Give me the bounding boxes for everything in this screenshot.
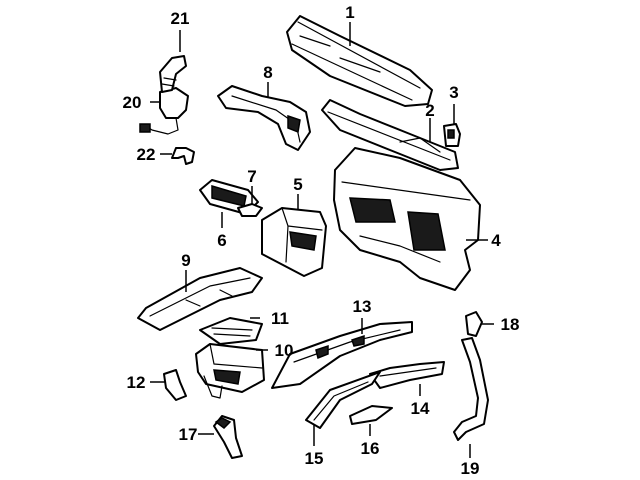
part-10-housing: [195, 343, 268, 399]
callout-12: 12: [127, 373, 146, 392]
callout-2: 2: [425, 101, 434, 120]
part-14-cowl-piece: [369, 361, 445, 396]
callout-9: 9: [181, 251, 190, 270]
part-22-clamp: [160, 147, 195, 165]
callout-8: 8: [263, 63, 272, 82]
callout-11: 11: [271, 309, 289, 328]
part-16-panel: [349, 405, 393, 436]
part-11-filter: [199, 317, 263, 345]
callout-7: 7: [247, 167, 256, 186]
callout-19: 19: [461, 459, 480, 478]
callout-10: 10: [275, 341, 294, 360]
part-13-crossmember: [271, 318, 413, 389]
part-8-side-bracket: [217, 82, 311, 151]
part-9-air-duct: [137, 267, 263, 331]
part-1-cowl-panel: [286, 15, 433, 107]
callout-17: 17: [179, 425, 198, 444]
callout-13: 13: [353, 297, 372, 316]
callout-1: 1: [345, 3, 354, 22]
part-7-small-bracket: [237, 186, 263, 217]
part-4-dash-panel: [333, 147, 488, 291]
callout-16: 16: [361, 439, 380, 458]
part-2-cowl-lower: [321, 99, 459, 171]
callout-18: 18: [501, 315, 520, 334]
part-19-drain-hose: [453, 337, 489, 458]
part-5-heater-box: [261, 194, 327, 277]
part-3-bracket: [443, 104, 461, 147]
callout-4: 4: [491, 231, 501, 250]
part-15-channel: [305, 371, 381, 446]
callout-6: 6: [217, 231, 226, 250]
part-17-hose-fitting: [198, 415, 243, 459]
callout-21: 21: [171, 9, 190, 28]
callout-14: 14: [411, 399, 430, 418]
callout-22: 22: [137, 145, 156, 164]
callout-3: 3: [449, 83, 458, 102]
part-20-blower: [139, 87, 189, 135]
callout-5: 5: [293, 175, 302, 194]
part-21-hose: [159, 30, 187, 93]
callout-20: 20: [123, 93, 142, 112]
callout-15: 15: [305, 449, 324, 468]
part-12-clip: [150, 369, 187, 401]
part-18-connector: [465, 311, 494, 337]
